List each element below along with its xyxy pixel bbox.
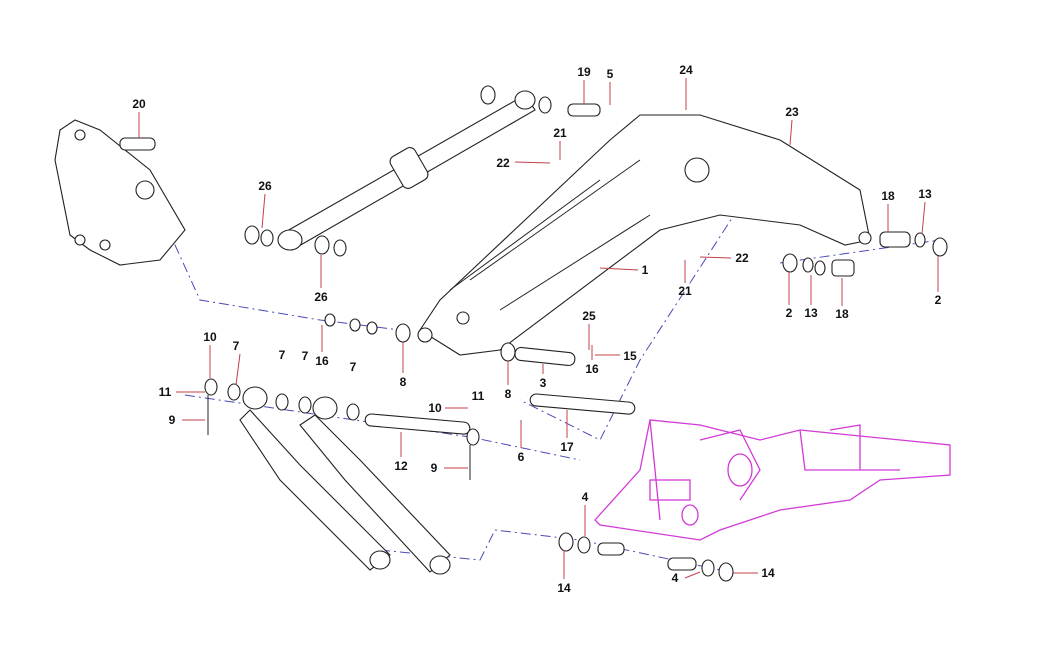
boom	[417, 114, 872, 356]
callout-13: 13	[918, 187, 932, 201]
callout-16: 16	[315, 354, 329, 368]
callout-1: 1	[642, 263, 649, 277]
callout-24: 24	[679, 63, 693, 77]
callout-19: 19	[577, 65, 591, 79]
callout-21: 21	[553, 126, 567, 140]
arm-cylinder	[277, 90, 536, 251]
callout-11: 11	[472, 389, 485, 403]
callout-4: 4	[582, 490, 589, 504]
leader-lines	[138, 78, 939, 579]
callout-2: 2	[935, 293, 942, 307]
callout-6: 6	[518, 450, 525, 464]
main-frame	[594, 419, 951, 541]
callout-2: 2	[786, 306, 793, 320]
callout-4: 4	[672, 571, 679, 585]
callout-7: 7	[279, 348, 286, 362]
callout-21: 21	[678, 284, 692, 298]
callout-14: 14	[557, 581, 571, 595]
callout-16: 16	[585, 362, 599, 376]
callout-25: 25	[582, 309, 596, 323]
bucket-cylinders	[204, 378, 636, 575]
callout-7: 7	[233, 339, 240, 353]
callout-22: 22	[735, 251, 749, 265]
callout-26: 26	[258, 179, 272, 193]
callout-22: 22	[496, 156, 510, 170]
callout-labels: 20 19 5 24 23 21 22 26 26 18 13 22 1 21 …	[132, 63, 941, 595]
callout-18: 18	[835, 307, 849, 321]
callout-7: 7	[302, 349, 309, 363]
callout-14: 14	[761, 566, 775, 580]
callout-18: 18	[881, 189, 895, 203]
callout-13: 13	[804, 306, 818, 320]
callout-15: 15	[623, 349, 637, 363]
callout-5: 5	[607, 67, 614, 81]
callout-3: 3	[540, 376, 547, 390]
callout-7: 7	[350, 360, 357, 374]
callout-12: 12	[394, 459, 408, 473]
callout-8: 8	[505, 387, 512, 401]
lower-pins-washers	[558, 532, 734, 582]
bucket-link	[54, 119, 186, 266]
callout-9: 9	[169, 413, 176, 427]
upper-pins-washers	[244, 85, 948, 367]
callout-11: 11	[159, 385, 172, 399]
callout-23: 23	[785, 105, 799, 119]
callout-10: 10	[428, 401, 442, 415]
callout-20: 20	[132, 97, 146, 111]
callout-8: 8	[400, 375, 407, 389]
callout-10: 10	[203, 330, 217, 344]
callout-26: 26	[314, 290, 328, 304]
callout-17: 17	[560, 440, 574, 454]
callout-9: 9	[431, 461, 438, 475]
